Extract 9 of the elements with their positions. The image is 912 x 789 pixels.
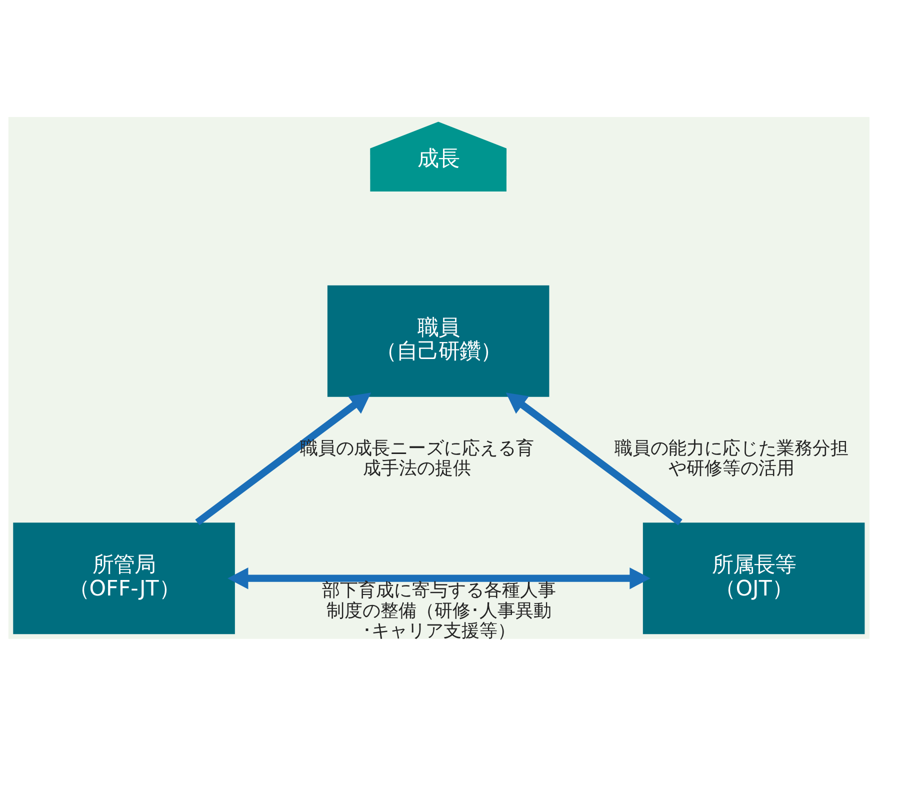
node-box: 職員 （自己研鑽） <box>327 284 550 396</box>
arrow <box>228 567 650 589</box>
node-box: 所属長等 （OJT） <box>642 522 865 634</box>
node-box: 所管局 （OFF-JT） <box>13 522 235 634</box>
edge-label: 職員の成長ニーズに応える育成手法の提供 <box>300 437 534 478</box>
arrow <box>195 392 372 525</box>
edge-label: 部下育成に寄与する各種人事制度の整備（研修･人事異動･キャリア支援等） <box>322 580 556 641</box>
arrow <box>506 392 682 525</box>
edge-label: 職員の能力に応じた業務分担や研修等の活用 <box>614 437 848 478</box>
